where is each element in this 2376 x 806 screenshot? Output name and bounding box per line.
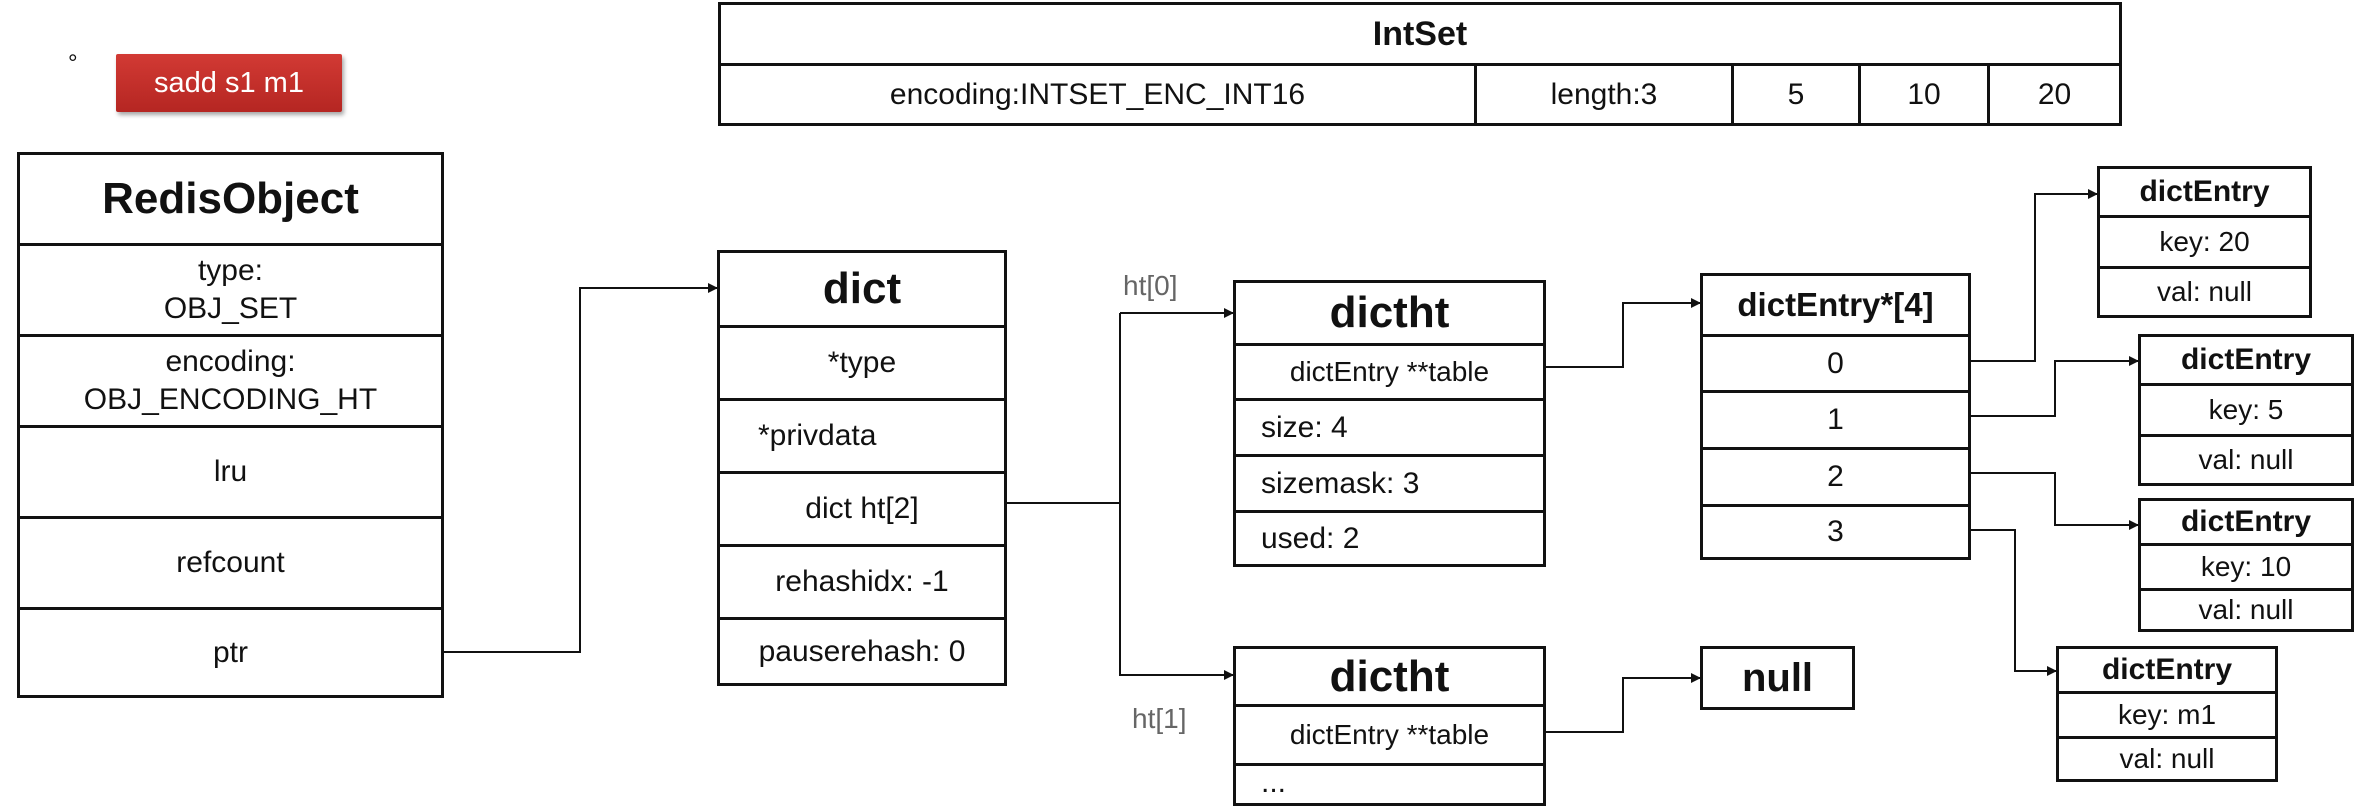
dict-title: dict [822,264,902,313]
table1-to-null-arrow [1545,673,1701,733]
null-label: null [1741,655,1814,700]
redis-object-lru: lru [213,455,248,488]
redis-object-title: RedisObject [102,174,359,223]
dictht-0-used: used: 2 [1261,521,1360,555]
intset-value: 20 [2037,77,2072,111]
redis-object-ptr: ptr [212,635,248,669]
bucket-array-title: dictEntry*[4] [1737,286,1934,323]
intset-value: 10 [1907,77,1941,111]
dictht-1-title: dictht [1329,651,1450,701]
dict-field-pauserehash: pauserehash: 0 [758,634,966,668]
redis-object-type: type: OBJ_SET [20,246,441,334]
dictht-1-more: ... [1261,766,1287,799]
intset-row: encoding:INTSET_ENC_INT16 length:3 5 10 … [721,66,2119,123]
bucket0-to-entry-arrow [1970,189,2098,362]
dict-box: dict *type *privdata dict ht[2] rehashid… [717,250,1007,686]
table0-to-buckets-arrow [1545,298,1701,368]
dict-entry-title: dictEntry [2101,653,2233,686]
bucket-index: 2 [1827,460,1844,493]
bucket2-to-entry-arrow [1970,472,2139,530]
dict-entry-title: dictEntry [2139,175,2270,208]
dict-entry-val: val: null [2198,444,2294,475]
dict-entry-title: dictEntry [2180,505,2312,538]
dict-entry-key: key: 20 [2159,226,2250,257]
bucket-index: 3 [1827,515,1844,548]
encoding-value: OBJ_ENCODING_HT [83,383,378,416]
dict-entry-key: key: 10 [2200,551,2292,582]
bucket-index: 1 [1827,403,1844,436]
bucket3-to-entry-arrow [1970,529,2057,676]
dictht-0-table: dictEntry **table [1289,356,1490,387]
dict-entry-val: val: null [2198,594,2294,625]
dict-entry-box: dictEntry key: 10 val: null [2138,498,2354,632]
edge-label-ht0: ht[0] [1123,270,1178,301]
redis-object-encoding: encoding: OBJ_ENCODING_HT [20,337,441,425]
dict-field-ht: dict ht[2] [805,492,919,525]
intset-length: length:3 [1550,77,1658,111]
ht1-arrow [1119,503,1234,680]
dict-entry-box: dictEntry key: 5 val: null [2138,334,2354,486]
ht-split-line [1005,313,1121,504]
intset-value: 5 [1787,77,1805,111]
dictht-1-table: dictEntry **table [1289,719,1490,750]
dict-entry-title: dictEntry [2180,343,2312,376]
bucket-index: 0 [1827,346,1844,380]
ptr-to-dict-arrow [443,283,718,653]
dictht-0-size: size: 4 [1261,410,1348,444]
type-label: type: [197,254,264,287]
bucket1-to-entry-arrow [1970,356,2139,417]
encoding-label: encoding: [165,345,296,378]
dict-field-type: *type [827,346,897,379]
dictht-1-box: dictht dictEntry **table ... [1233,646,1546,806]
redis-object-box: RedisObject type: OBJ_SET encoding: OBJ_… [17,152,444,698]
dict-field-rehashidx: rehashidx: -1 [775,565,949,598]
dict-entry-key: key: m1 [2117,699,2217,730]
dict-entry-key: key: 5 [2208,394,2284,425]
type-value: OBJ_SET [163,292,298,325]
command-button[interactable]: sadd s1 m1 [116,54,342,112]
bucket-array-box: dictEntry*[4] 0 1 2 3 [1700,273,1971,560]
intset-title: IntSet [1372,14,1468,53]
dict-entry-val: val: null [2157,276,2252,307]
null-box: null [1700,646,1855,710]
bullet-mark: ° [68,50,78,77]
redis-object-refcount: refcount [176,546,285,579]
intset-table: IntSet encoding:INTSET_ENC_INT16 length:… [718,2,2122,126]
dict-entry-box: dictEntry key: 20 val: null [2097,166,2312,318]
edge-label-ht1: ht[1] [1132,703,1187,734]
dict-entry-box: dictEntry key: m1 val: null [2056,646,2278,782]
dict-entry-val: val: null [2119,743,2215,774]
dictht-0-sizemask: sizemask: 3 [1261,466,1420,500]
intset-encoding: encoding:INTSET_ENC_INT16 [889,77,1306,111]
dictht-0-title: dictht [1329,288,1450,337]
dictht-0-box: dictht dictEntry **table size: 4 sizemas… [1233,280,1546,567]
dict-field-privdata: *privdata [758,419,877,452]
